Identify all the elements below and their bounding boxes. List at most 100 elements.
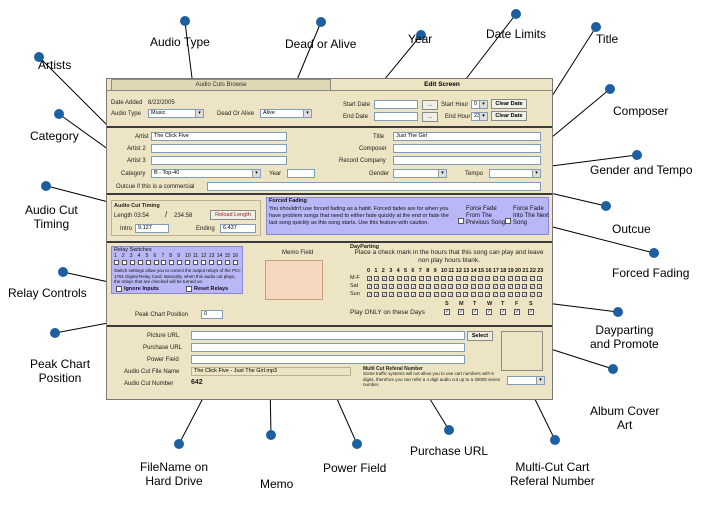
- hour-checkbox[interactable]: ✓: [470, 292, 476, 297]
- hour-checkbox[interactable]: ✓: [396, 284, 402, 289]
- reset-relays-checkbox[interactable]: [186, 286, 192, 292]
- hour-checkbox[interactable]: ✓: [515, 284, 520, 289]
- relay-checkbox[interactable]: [216, 260, 222, 265]
- hour-checkbox[interactable]: ✓: [522, 292, 528, 297]
- relay-checkbox[interactable]: [224, 260, 230, 265]
- relay-checkbox[interactable]: [177, 260, 183, 265]
- week-day-checkbox[interactable]: ✓: [472, 309, 478, 315]
- artist-input[interactable]: The Click Five: [151, 132, 287, 141]
- hour-checkbox[interactable]: ✓: [470, 284, 476, 289]
- hour-checkbox[interactable]: ✓: [404, 284, 409, 289]
- artist3-input[interactable]: [151, 156, 287, 165]
- hour-checkbox[interactable]: ✓: [515, 292, 520, 297]
- relay-checkbox[interactable]: [232, 260, 238, 265]
- year-input[interactable]: [287, 169, 315, 178]
- relay-checkbox[interactable]: [161, 260, 167, 265]
- outcue-input[interactable]: [207, 182, 541, 191]
- category-select[interactable]: B - Top-40▾: [151, 169, 261, 178]
- hour-checkbox[interactable]: ✓: [381, 284, 387, 289]
- hour-checkbox[interactable]: ✓: [426, 292, 432, 297]
- dead-or-alive-select[interactable]: Alive▾: [260, 109, 312, 118]
- hour-checkbox[interactable]: ✓: [500, 276, 506, 281]
- hour-checkbox[interactable]: ✓: [522, 276, 528, 281]
- hour-checkbox[interactable]: ✓: [485, 276, 491, 281]
- hour-checkbox[interactable]: ✓: [389, 292, 395, 297]
- hour-checkbox[interactable]: ✓: [529, 276, 535, 281]
- select-picture-button[interactable]: Select: [467, 331, 493, 341]
- hour-checkbox[interactable]: ✓: [411, 292, 417, 297]
- hour-checkbox[interactable]: ✓: [492, 276, 498, 281]
- hour-checkbox[interactable]: ✓: [448, 284, 454, 289]
- hour-checkbox[interactable]: ✓: [485, 292, 491, 297]
- hour-checkbox[interactable]: ✓: [522, 284, 528, 289]
- end-date-input[interactable]: [374, 112, 418, 121]
- week-day-checkbox[interactable]: ✓: [486, 309, 492, 315]
- start-date-input[interactable]: [374, 100, 418, 109]
- memo-textarea[interactable]: [265, 260, 323, 300]
- hour-checkbox[interactable]: ✓: [418, 276, 424, 281]
- relay-checkbox[interactable]: [200, 260, 206, 265]
- relay-checkbox[interactable]: [145, 260, 151, 265]
- picture-url-input[interactable]: [191, 331, 465, 340]
- hour-checkbox[interactable]: ✓: [411, 276, 417, 281]
- hour-checkbox[interactable]: ✓: [389, 276, 395, 281]
- tab-audio-cuts-browse[interactable]: Audio Cuts Browse: [111, 79, 331, 90]
- album-cover-image[interactable]: [501, 331, 543, 371]
- hour-checkbox[interactable]: ✓: [433, 292, 439, 297]
- hour-checkbox[interactable]: ✓: [485, 284, 491, 289]
- hour-checkbox[interactable]: ✓: [478, 284, 483, 289]
- hour-checkbox[interactable]: ✓: [537, 284, 543, 289]
- relay-checkbox[interactable]: [193, 260, 198, 265]
- relay-checkbox[interactable]: [114, 260, 119, 265]
- end-date-picker-button[interactable]: ...: [422, 112, 438, 122]
- hour-checkbox[interactable]: ✓: [367, 292, 372, 297]
- relay-checkbox[interactable]: [137, 260, 143, 265]
- hour-checkbox[interactable]: ✓: [367, 284, 372, 289]
- peak-chart-input[interactable]: 0: [201, 310, 223, 319]
- hour-checkbox[interactable]: ✓: [433, 276, 439, 281]
- end-hour-select[interactable]: 23▾: [471, 112, 488, 121]
- relay-checkbox[interactable]: [129, 260, 135, 265]
- composer-input[interactable]: [393, 144, 541, 153]
- hour-checkbox[interactable]: ✓: [418, 284, 424, 289]
- hour-checkbox[interactable]: ✓: [455, 276, 461, 281]
- hour-checkbox[interactable]: ✓: [374, 276, 380, 281]
- hour-checkbox[interactable]: ✓: [418, 292, 424, 297]
- hour-checkbox[interactable]: ✓: [537, 292, 543, 297]
- week-day-checkbox[interactable]: ✓: [528, 309, 534, 315]
- hour-checkbox[interactable]: ✓: [463, 284, 469, 289]
- hour-checkbox[interactable]: ✓: [478, 276, 483, 281]
- week-day-checkbox[interactable]: ✓: [458, 309, 464, 315]
- hour-checkbox[interactable]: ✓: [529, 292, 535, 297]
- reload-length-button[interactable]: Reload Length: [210, 210, 256, 220]
- gender-select[interactable]: ▾: [393, 169, 447, 178]
- tab-edit-screen[interactable]: Edit Screen: [424, 81, 460, 88]
- hour-checkbox[interactable]: ✓: [441, 292, 446, 297]
- hour-checkbox[interactable]: ✓: [507, 292, 513, 297]
- hour-checkbox[interactable]: ✓: [463, 292, 469, 297]
- relay-checkbox[interactable]: [153, 260, 159, 265]
- relay-checkbox[interactable]: [121, 260, 127, 265]
- week-day-checkbox[interactable]: ✓: [514, 309, 520, 315]
- title-input[interactable]: Just The Girl: [393, 132, 541, 141]
- hour-checkbox[interactable]: ✓: [404, 292, 409, 297]
- hour-checkbox[interactable]: ✓: [448, 292, 454, 297]
- force-fade-prev-checkbox[interactable]: [458, 218, 464, 224]
- hour-checkbox[interactable]: ✓: [389, 284, 395, 289]
- hour-checkbox[interactable]: ✓: [396, 276, 402, 281]
- hour-checkbox[interactable]: ✓: [507, 276, 513, 281]
- intro-input[interactable]: 9.127: [135, 224, 169, 233]
- artist2-input[interactable]: [151, 144, 287, 153]
- record-company-input[interactable]: [393, 156, 541, 165]
- ending-input[interactable]: 6.437: [220, 224, 256, 233]
- hour-checkbox[interactable]: ✓: [374, 292, 380, 297]
- hour-checkbox[interactable]: ✓: [381, 292, 387, 297]
- hour-checkbox[interactable]: ✓: [426, 276, 432, 281]
- hour-checkbox[interactable]: ✓: [500, 284, 506, 289]
- relay-checkbox[interactable]: [169, 260, 175, 265]
- hour-checkbox[interactable]: ✓: [448, 276, 454, 281]
- relay-checkbox[interactable]: [208, 260, 214, 265]
- hour-checkbox[interactable]: ✓: [515, 276, 520, 281]
- hour-checkbox[interactable]: ✓: [455, 284, 461, 289]
- multi-cut-select[interactable]: ▾: [507, 376, 545, 385]
